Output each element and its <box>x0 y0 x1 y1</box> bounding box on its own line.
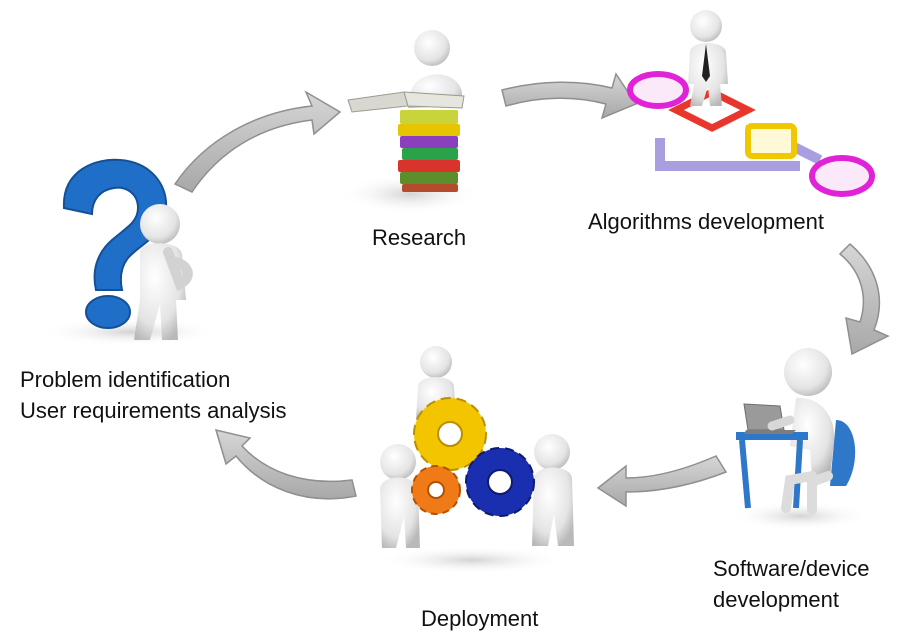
deployment-label-text: Deployment <box>421 606 539 631</box>
research-label: Research <box>372 222 466 253</box>
software-label-line2: development <box>713 587 839 612</box>
arrow-deployment-to-problem <box>214 428 357 500</box>
research-label-text: Research <box>372 225 467 250</box>
gears-figure-icon <box>376 346 574 574</box>
arrow-algorithms-to-software <box>838 242 890 356</box>
reading-books-figure-icon <box>340 30 480 214</box>
algorithms-label: Algorithms development <box>588 206 824 237</box>
arrow-research-to-algorithms <box>501 72 638 120</box>
problem-label: Problem identification User requirements… <box>20 364 287 426</box>
software-label: Software/device development <box>713 553 870 615</box>
arrow-software-to-deployment <box>596 455 728 508</box>
arrow-problem-to-research <box>173 90 342 193</box>
problem-label-line2: User requirements analysis <box>20 398 287 423</box>
deployment-label: Deployment <box>421 603 538 634</box>
question-mark-figure-icon <box>40 158 220 346</box>
problem-label-line1: Problem identification <box>20 367 231 392</box>
laptop-figure-icon <box>730 348 870 530</box>
algorithms-label-text: Algorithms development <box>588 209 825 234</box>
flowchart-figure-icon <box>627 10 875 197</box>
software-label-line1: Software/device <box>713 556 870 581</box>
